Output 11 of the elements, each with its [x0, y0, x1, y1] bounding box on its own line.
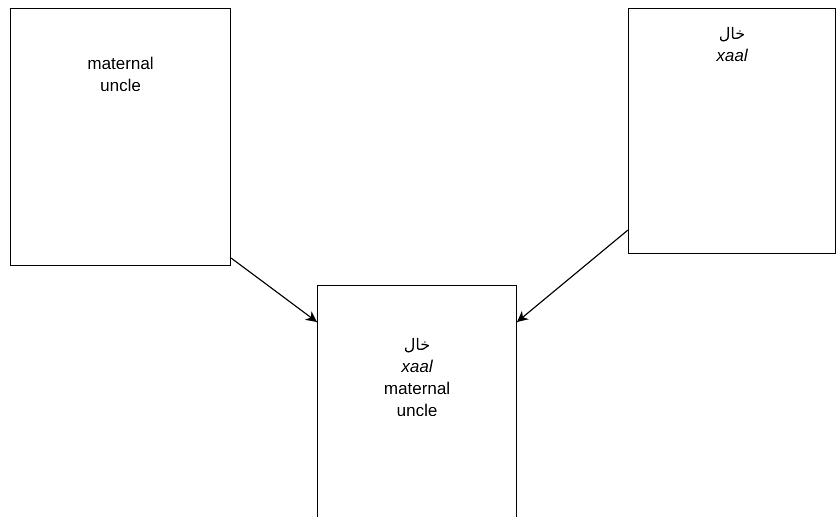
box-text: xaal: [714, 45, 749, 67]
box-text: maternal uncle: [382, 378, 452, 422]
arrow: [516, 230, 628, 322]
box-text: xaal: [400, 356, 434, 378]
text-box: [317, 285, 517, 517]
arrow: [230, 257, 318, 323]
box-text: خال: [402, 334, 432, 356]
text-box: [10, 8, 231, 266]
box-text: maternal uncle: [86, 53, 155, 97]
text-box: [628, 8, 836, 254]
box-text: خال: [718, 23, 746, 45]
